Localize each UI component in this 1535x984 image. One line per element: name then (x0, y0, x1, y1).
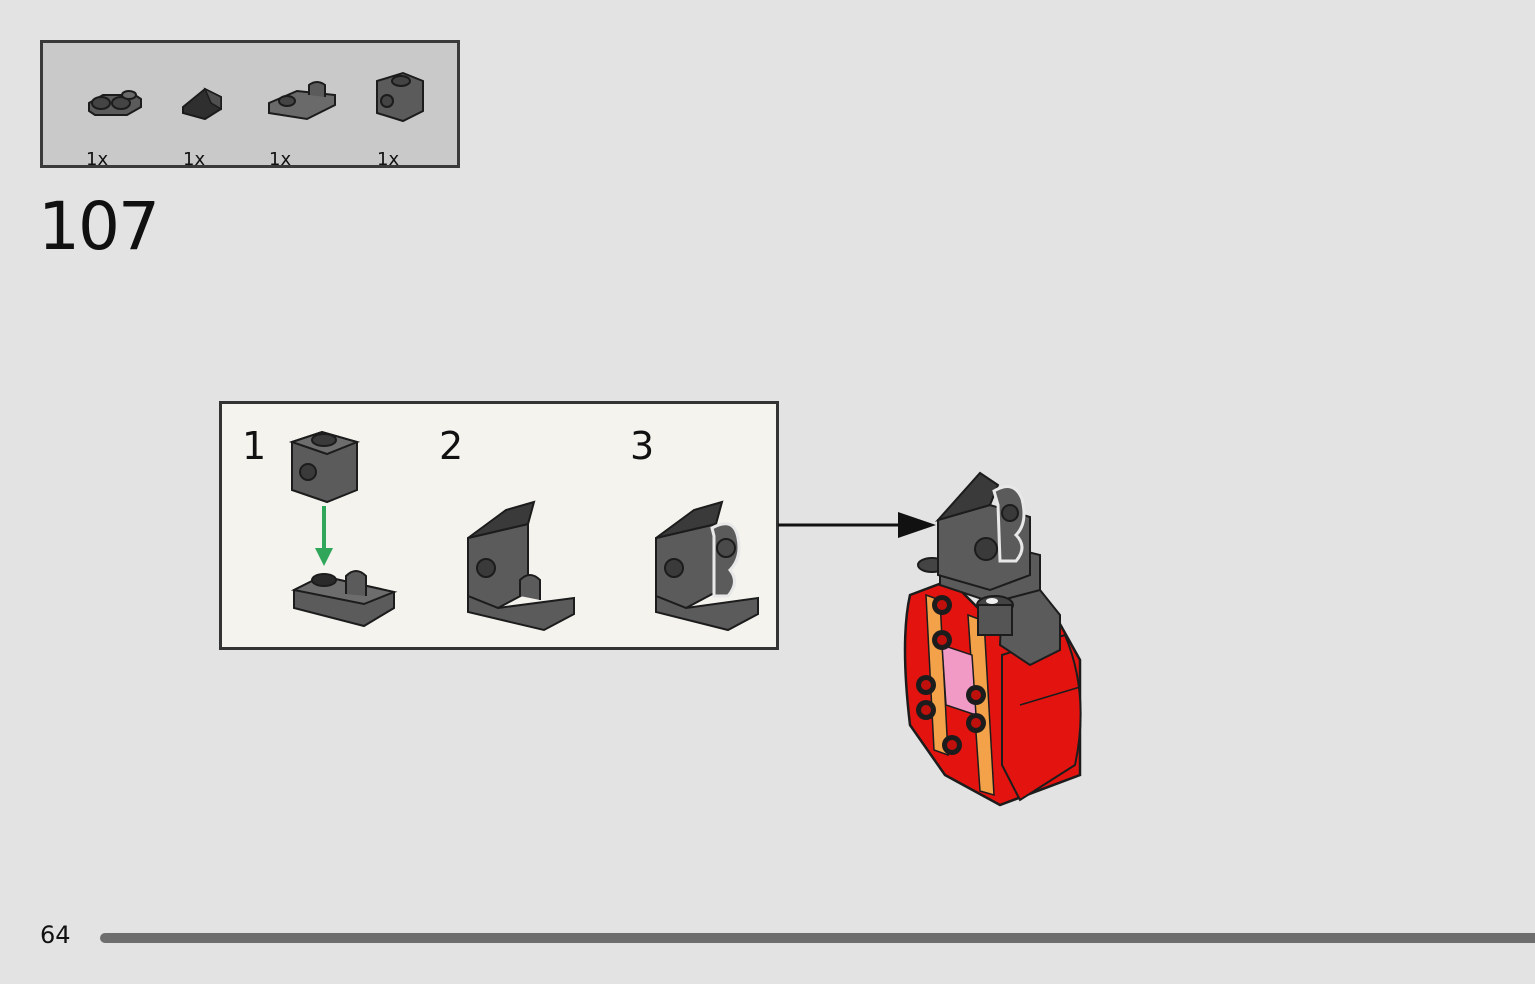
page-number: 64 (40, 921, 71, 949)
brick-with-side-stud-icon (376, 71, 424, 123)
callout-arrow (778, 512, 936, 538)
part-qty: 1x (377, 149, 400, 170)
page-progress-bar (100, 933, 1535, 943)
parts-callout: 1x 1x 1x 1x (40, 40, 460, 170)
part-qty: 1x (183, 149, 206, 170)
substep-callout: 1 2 3 (219, 401, 779, 650)
plate-with-bar-handle-icon (88, 90, 142, 116)
substep-1-illustration (288, 430, 398, 628)
substep-label: 2 (439, 424, 464, 468)
arrow-head-icon (315, 548, 333, 566)
part-slope-tile: 1x (181, 67, 261, 170)
part-plate-with-clip: 1x (267, 67, 347, 170)
step-number: 107 (38, 188, 160, 265)
slope-tile-icon (182, 87, 222, 121)
plate-with-clip-icon (268, 81, 336, 121)
arrow-right-icon (898, 512, 936, 538)
substep-label: 3 (630, 424, 655, 468)
substep-label: 1 (242, 424, 267, 468)
part-qty: 1x (86, 149, 109, 170)
main-model-illustration (903, 471, 1082, 807)
part-brick-with-side-stud: 1x (373, 67, 453, 170)
part-qty: 1x (269, 149, 292, 170)
substep-2-illustration (467, 500, 575, 632)
substep-3-illustration (655, 500, 759, 632)
part-plate-with-bar-handle: 1x (83, 67, 163, 170)
